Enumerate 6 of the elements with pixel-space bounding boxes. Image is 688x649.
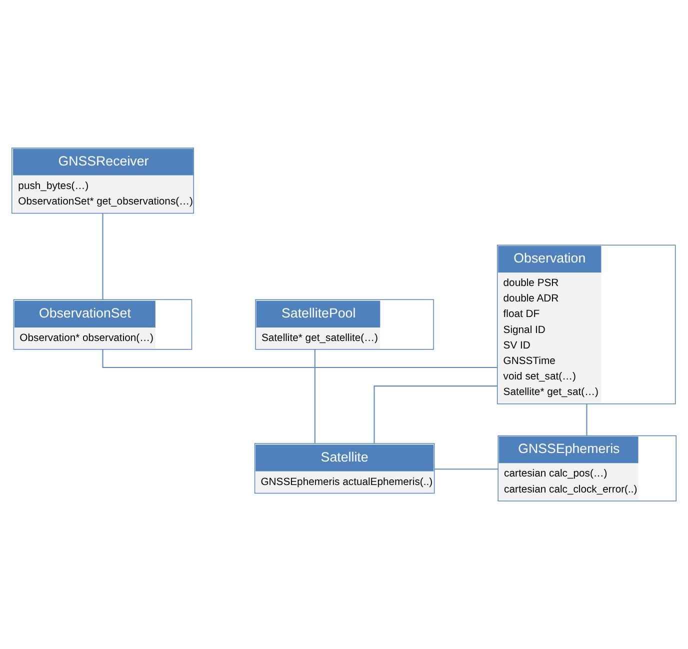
connector bbox=[374, 386, 498, 444]
connector bbox=[102, 213, 104, 300]
connector bbox=[102, 350, 498, 368]
connector bbox=[586, 404, 588, 436]
connector bbox=[434, 468, 498, 470]
connector bbox=[314, 350, 316, 444]
